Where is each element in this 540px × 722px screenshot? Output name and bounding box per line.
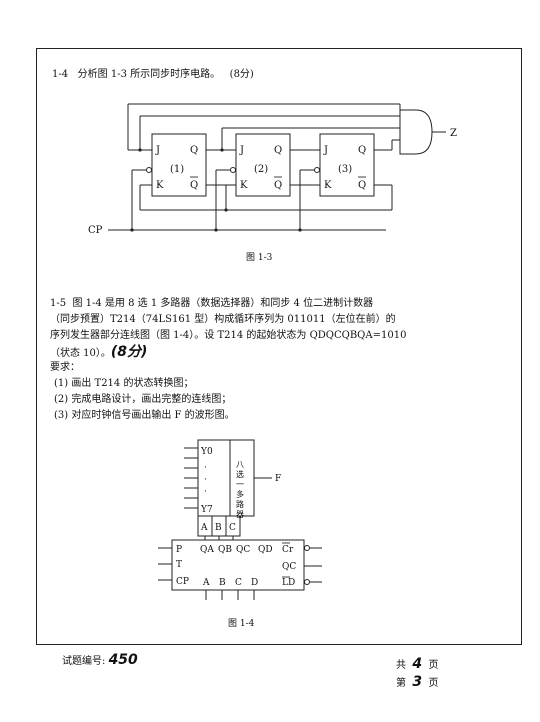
ff2-qbar: Q xyxy=(274,180,282,191)
clock-bubble xyxy=(146,167,152,173)
mux-dot: · xyxy=(204,487,207,497)
counter-in-c: C xyxy=(235,578,242,588)
counter-p: P xyxy=(176,545,182,555)
flip-flop-1 xyxy=(151,133,207,197)
flip-flop-3 xyxy=(319,133,375,197)
figure-1-4-caption: 图 1-4 xyxy=(228,619,255,629)
requirements-label: 要求： xyxy=(50,362,80,373)
mux-output-f: F xyxy=(275,474,281,484)
mux-y0: Y0 xyxy=(200,447,213,457)
figure-1-3-caption: 图 1-3 xyxy=(246,253,273,263)
footer-total: 共 4 页 xyxy=(396,656,438,672)
counter-t: T xyxy=(176,560,182,570)
question-1-5: 1-5 图 1-4 是用 8 选 1 多路器（数据选择器）和同步 4 位二进制计… xyxy=(50,296,406,424)
counter-cr: Cr xyxy=(282,545,294,555)
question-number: 1-4 xyxy=(52,69,69,80)
mux-dot: · xyxy=(204,475,207,485)
counter-qa: QA xyxy=(200,545,214,555)
flip-flop-2 xyxy=(235,133,291,197)
ff3-qbar: Q xyxy=(358,180,366,191)
page-suffix: 页 xyxy=(428,678,439,689)
requirement-item: (1) 画出 T214 的状态转换图； xyxy=(54,378,194,389)
handwritten-score: (8分) xyxy=(110,344,148,360)
output-z-label: Z xyxy=(450,128,457,139)
requirement-item: (2) 完成电路设计，画出完整的连线图； xyxy=(54,394,232,405)
total-prefix: 共 xyxy=(396,660,406,671)
ff1-q: Q xyxy=(190,145,198,156)
counter-qd: QD xyxy=(258,545,273,555)
select-b: B xyxy=(215,523,222,533)
page-prefix: 第 xyxy=(396,678,406,689)
question-number: 1-5 xyxy=(50,298,67,309)
code-value: 450 xyxy=(108,652,138,668)
mux-y7: Y7 xyxy=(200,505,213,515)
question-text: 分析图 1-3 所示同步时序电路。 xyxy=(77,69,221,80)
ff2-k: K xyxy=(240,180,248,191)
ff2-q: Q xyxy=(274,145,282,156)
code-label: 试题编号: xyxy=(62,656,106,667)
question-score: (8分) xyxy=(229,69,254,80)
total-value: 4 xyxy=(412,656,423,672)
total-suffix: 页 xyxy=(428,660,439,671)
ff3-j: J xyxy=(323,145,328,156)
counter-cp: CP xyxy=(176,577,189,587)
mux-label: 八选一多路器 xyxy=(236,460,244,519)
counter-in-b: B xyxy=(219,578,226,588)
question-1-4-heading: 1-4 分析图 1-3 所示同步时序电路。 (8分) xyxy=(52,68,254,82)
mux-dot: · xyxy=(204,463,207,473)
counter-qc: QC xyxy=(236,545,250,555)
ff3-q: Q xyxy=(358,145,366,156)
question-line: 图 1-4 是用 8 选 1 多路器（数据选择器）和同步 4 位二进制计数器 xyxy=(72,298,374,309)
select-c: C xyxy=(229,523,236,533)
ff1-j: J xyxy=(155,145,160,156)
ff1-k: K xyxy=(156,180,164,191)
clock-bubble xyxy=(314,167,320,173)
ff1-label: (1) xyxy=(170,164,184,175)
page-value: 3 xyxy=(412,674,423,690)
counter-qb: QB xyxy=(218,545,232,555)
ff2-j: J xyxy=(239,145,244,156)
question-line: （状态 10）。 xyxy=(50,348,111,359)
exam-frame xyxy=(36,48,522,645)
ff1-qbar: Q xyxy=(190,180,198,191)
footer-code: 试题编号: 450 xyxy=(62,652,138,668)
question-line: 序列发生器部分连线图（图 1-4）。设 T214 的起始状态为 QDQCQBQA… xyxy=(50,330,407,341)
counter-in-a: A xyxy=(202,578,210,588)
ff3-label: (3) xyxy=(338,164,352,175)
question-line: （同步预置）T214（74LS161 型）构成循环序列为 011011（左位在前… xyxy=(50,314,396,325)
clock-bubble xyxy=(230,167,236,173)
select-a: A xyxy=(200,523,208,533)
ff3-k: K xyxy=(324,180,332,191)
cp-label: CP xyxy=(88,225,103,236)
counter-in-d: D xyxy=(251,578,258,588)
ff2-label: (2) xyxy=(254,164,268,175)
counter-ld: LD xyxy=(282,578,295,588)
counter-qc-out: QC xyxy=(282,562,296,572)
footer-page: 第 3 页 xyxy=(396,674,438,690)
requirement-item: (3) 对应时钟信号画出输出 F 的波形图。 xyxy=(54,410,235,421)
